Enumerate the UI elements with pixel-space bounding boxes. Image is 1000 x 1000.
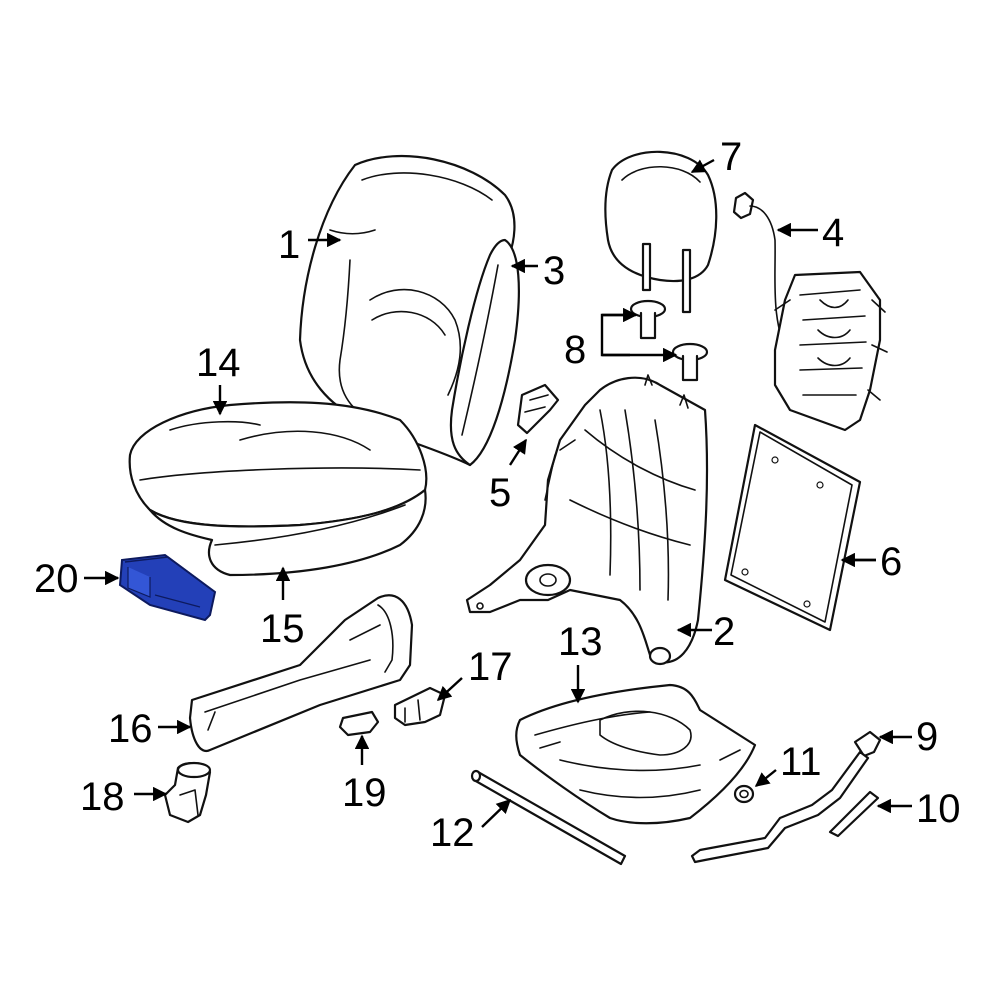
callout-labels: 1 2 3 4 5 6 7 8 9 10 11 12 13 14 15 16 1… <box>34 135 961 855</box>
callout-6: 6 <box>880 540 902 584</box>
callout-3: 3 <box>543 249 565 293</box>
seat-control-module-part[interactable] <box>118 553 217 622</box>
lumbar-clip-part[interactable] <box>516 383 560 435</box>
adjuster-rod-part[interactable] <box>690 730 882 864</box>
seat-cushion-cover-part[interactable] <box>128 401 428 528</box>
callout-12: 12 <box>430 811 475 855</box>
retaining-pin-part[interactable] <box>828 790 880 838</box>
recliner-knob-part[interactable] <box>393 686 447 727</box>
callout-1: 1 <box>278 223 300 267</box>
seat-back-panel-part[interactable] <box>723 423 862 632</box>
callout-5: 5 <box>489 471 511 515</box>
callout-10: 10 <box>916 787 961 831</box>
callout-16: 16 <box>108 707 153 751</box>
callout-9: 9 <box>916 715 938 759</box>
seat-cushion-pan-part[interactable] <box>515 683 757 825</box>
seat-cushion-pad-part[interactable] <box>148 488 427 577</box>
callout-11: 11 <box>780 740 822 784</box>
callout-20: 20 <box>34 557 79 601</box>
callout-14: 14 <box>196 341 241 385</box>
callout-17: 17 <box>468 645 513 689</box>
side-trim-cover-part[interactable] <box>188 594 414 753</box>
lever-cap-part[interactable] <box>338 710 380 737</box>
grommet-part[interactable] <box>733 784 755 804</box>
support-rod-part[interactable] <box>470 769 627 866</box>
callout-8: 8 <box>564 328 586 372</box>
callout-13: 13 <box>558 620 603 664</box>
callout-18: 18 <box>80 775 125 819</box>
seat-back-frame-part[interactable] <box>465 374 709 666</box>
callout-4: 4 <box>822 211 844 255</box>
seat-heater-pad-part[interactable] <box>773 270 888 432</box>
callout-2: 2 <box>713 610 735 654</box>
callout-7: 7 <box>720 135 742 179</box>
headrest-guide-part[interactable] <box>629 299 709 382</box>
leader-lines <box>84 158 912 828</box>
callout-15: 15 <box>260 607 305 651</box>
callout-19: 19 <box>342 771 387 815</box>
seat-back-side-bolster-part[interactable] <box>449 238 520 467</box>
headrest-part[interactable] <box>604 150 718 314</box>
release-handle-part[interactable] <box>163 761 212 824</box>
